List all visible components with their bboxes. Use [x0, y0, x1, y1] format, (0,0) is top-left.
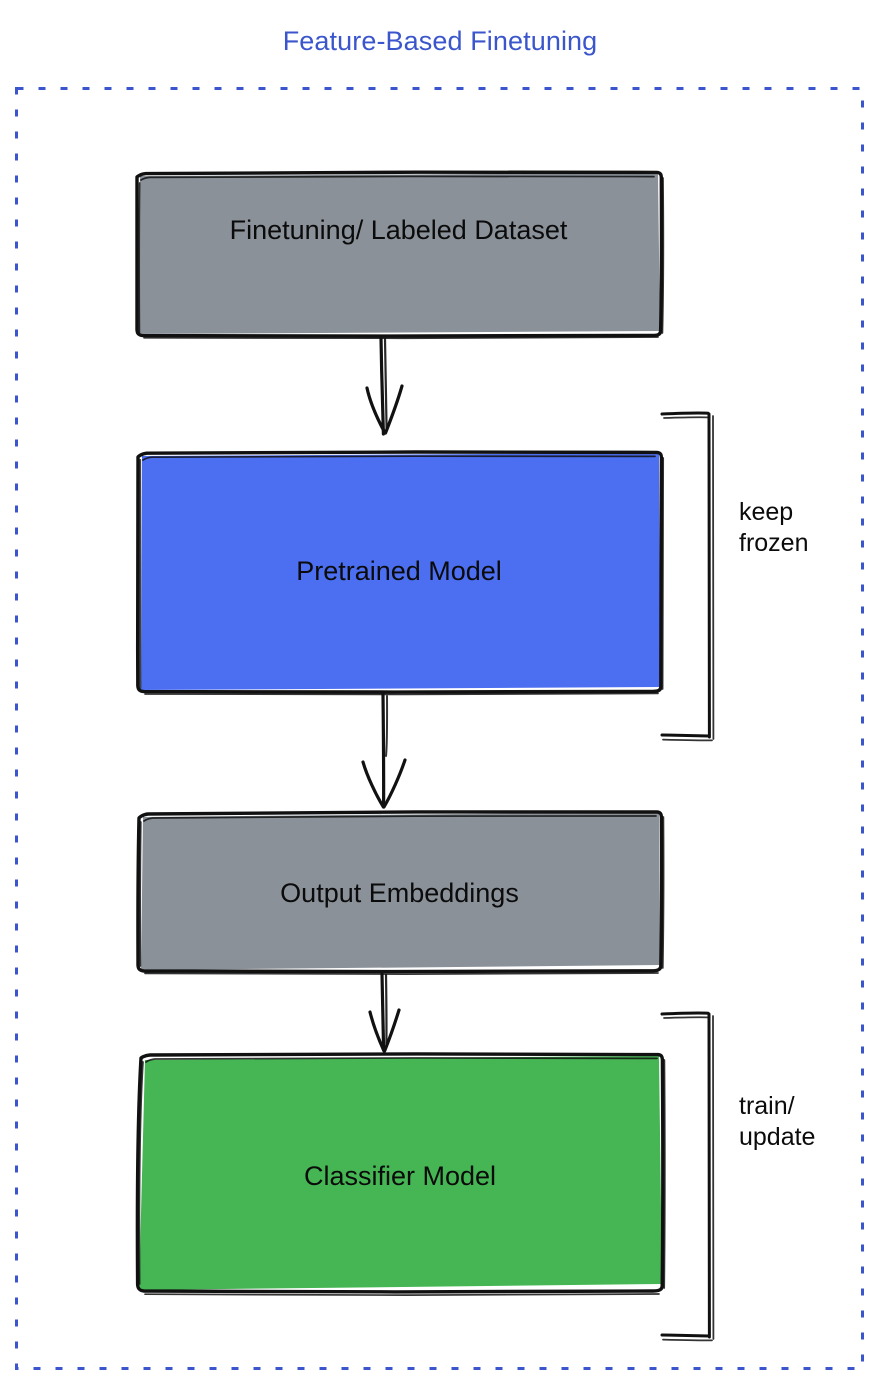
bracket-keep-frozen [660, 411, 715, 742]
node-classifier-outline-a [135, 1052, 665, 1294]
node-dataset-fill [139, 173, 660, 334]
node-pretrained-fill [141, 453, 660, 690]
node-classifier[interactable] [135, 1052, 666, 1297]
node-embeddings-outline-b [139, 814, 665, 975]
node-classifier-fill [139, 1056, 662, 1290]
node-pretrained[interactable] [135, 450, 665, 696]
node-dataset-outline-a [135, 170, 664, 338]
node-dataset[interactable] [135, 170, 665, 340]
node-classifier-outline-b [138, 1057, 666, 1297]
node-embeddings-fill [141, 812, 660, 970]
dashed-container-frame [15, 87, 864, 1370]
arrow-embeddings-to-classifier [368, 972, 401, 1053]
node-embeddings-outline-a [136, 809, 664, 974]
bracket-train-update [660, 1011, 715, 1342]
node-pretrained-outline-b [142, 455, 665, 696]
node-pretrained-outline-a [135, 450, 664, 694]
arrow-pretrained-to-embeddings [361, 692, 407, 809]
node-embeddings[interactable] [136, 809, 665, 975]
arrow-dataset-to-pretrained [365, 336, 404, 436]
node-dataset-outline-b [138, 175, 665, 340]
